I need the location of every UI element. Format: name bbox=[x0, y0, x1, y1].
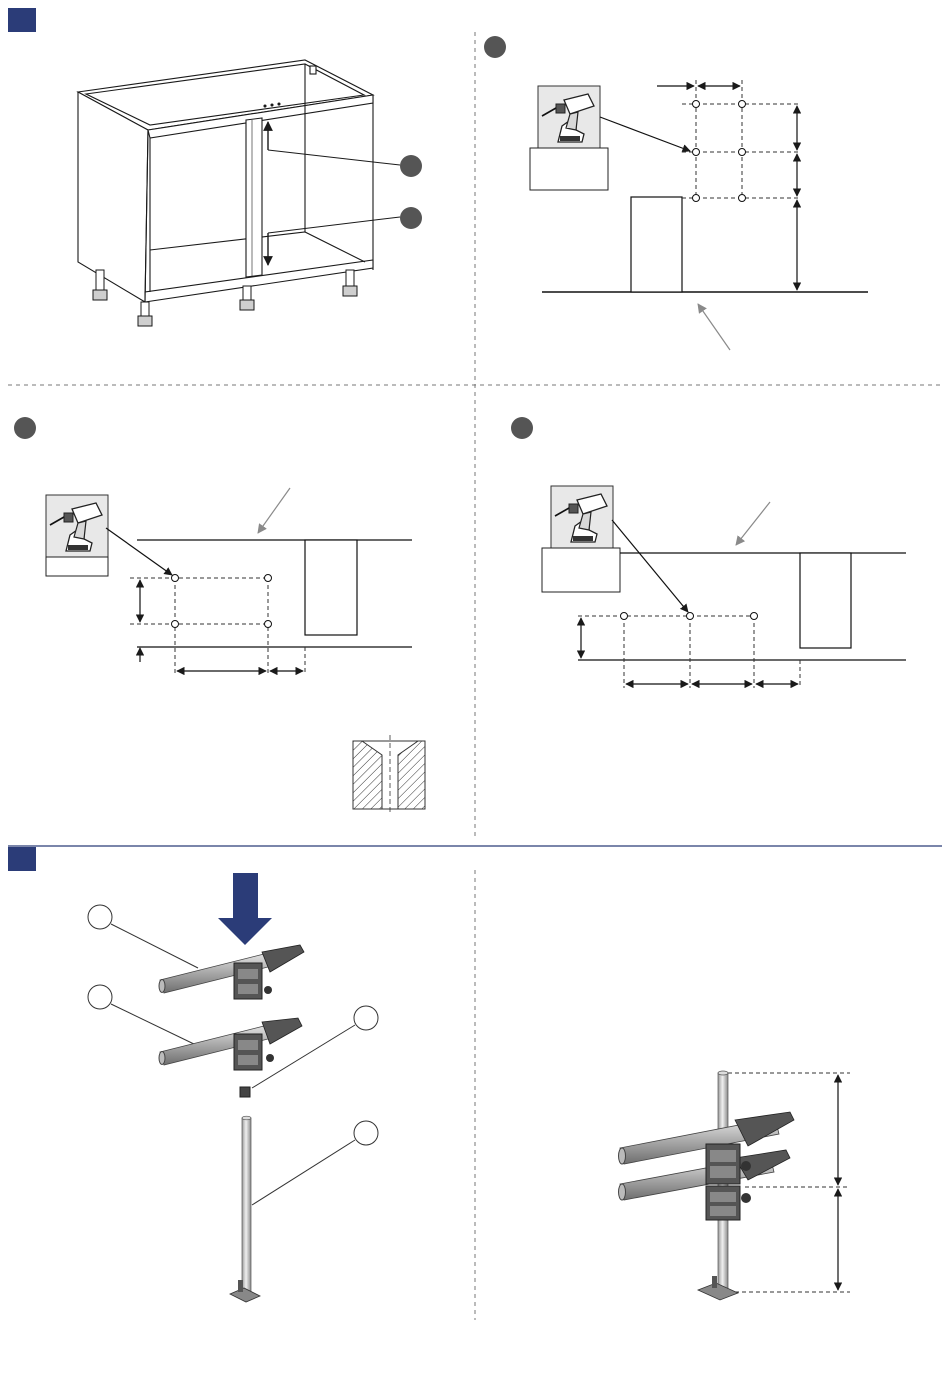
bracket-arm-lower bbox=[159, 1018, 302, 1070]
cabinet-overview-panel bbox=[78, 60, 373, 302]
step-circle bbox=[484, 36, 506, 58]
step-circle bbox=[14, 417, 36, 439]
drill-pattern-edge-a-panel bbox=[14, 417, 425, 815]
step-circle-a bbox=[400, 155, 422, 177]
drill-icon bbox=[551, 486, 613, 548]
step-circle bbox=[511, 417, 533, 439]
parts-exploded-panel bbox=[88, 873, 378, 1302]
spacer-part bbox=[240, 1087, 250, 1097]
callout-circle bbox=[354, 1121, 378, 1145]
callout-circle bbox=[354, 1006, 378, 1030]
drill-pattern-vertical-panel bbox=[484, 36, 868, 350]
drill-icon bbox=[46, 495, 108, 557]
section-marker-top bbox=[8, 8, 36, 32]
support-pole bbox=[230, 1116, 260, 1302]
down-arrow-icon bbox=[218, 873, 272, 945]
callout-circle bbox=[88, 985, 112, 1009]
layout-dividers bbox=[8, 32, 942, 1320]
assembled-support-panel bbox=[619, 1071, 851, 1300]
callout-circle bbox=[88, 905, 112, 929]
step-circle-b bbox=[400, 207, 422, 229]
section-marker-bottom bbox=[8, 847, 36, 871]
bracket-arm-upper bbox=[159, 945, 304, 999]
drill-pattern-edge-b-panel bbox=[511, 417, 906, 688]
drill-icon bbox=[538, 86, 600, 148]
cabinet-callouts bbox=[268, 122, 422, 265]
countersink-detail bbox=[353, 735, 425, 815]
